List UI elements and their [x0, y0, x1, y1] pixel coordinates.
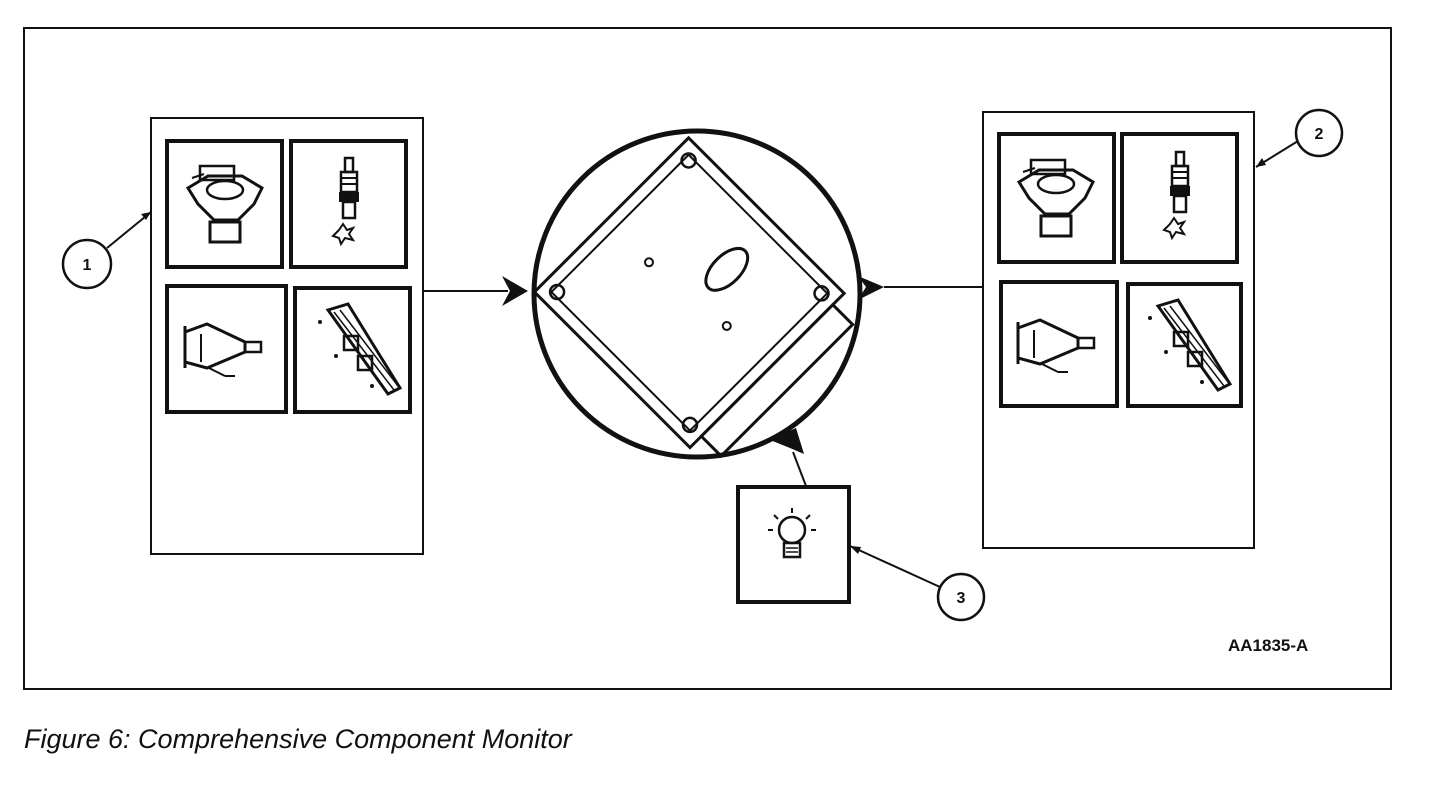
transmission-icon	[999, 280, 1119, 408]
input-arrow	[423, 276, 528, 306]
spark-plug-icon	[1120, 132, 1239, 264]
callout-leader-1	[106, 211, 152, 249]
output-arrow	[858, 276, 983, 300]
transmission-icon	[165, 284, 288, 414]
pcm-module-icon	[531, 128, 863, 460]
throttle-body-icon	[165, 139, 284, 269]
ignition-coil-pack-icon	[293, 286, 412, 414]
throttle-body-icon	[997, 132, 1116, 264]
spark-plug-icon	[289, 139, 408, 269]
input-components-panel	[150, 117, 424, 555]
callout-2-label: 2	[1315, 126, 1324, 143]
callout-1: 1	[61, 238, 113, 290]
callout-1-label: 1	[83, 257, 92, 274]
callout-3: 3	[936, 572, 986, 622]
callout-2: 2	[1294, 108, 1344, 158]
indicator-arrow	[770, 428, 807, 487]
figure-frame	[23, 27, 1392, 690]
figure-code: AA1835-A	[1228, 636, 1309, 655]
callout-3-label: 3	[957, 590, 966, 607]
figure-caption: Figure 6: Comprehensive Component Monito…	[24, 724, 572, 754]
output-components-panel	[982, 111, 1255, 549]
callout-leader-3	[849, 545, 941, 588]
mil-lamp-icon	[736, 485, 851, 604]
callout-leader-2	[1255, 140, 1299, 168]
ignition-coil-pack-icon	[1126, 282, 1243, 408]
